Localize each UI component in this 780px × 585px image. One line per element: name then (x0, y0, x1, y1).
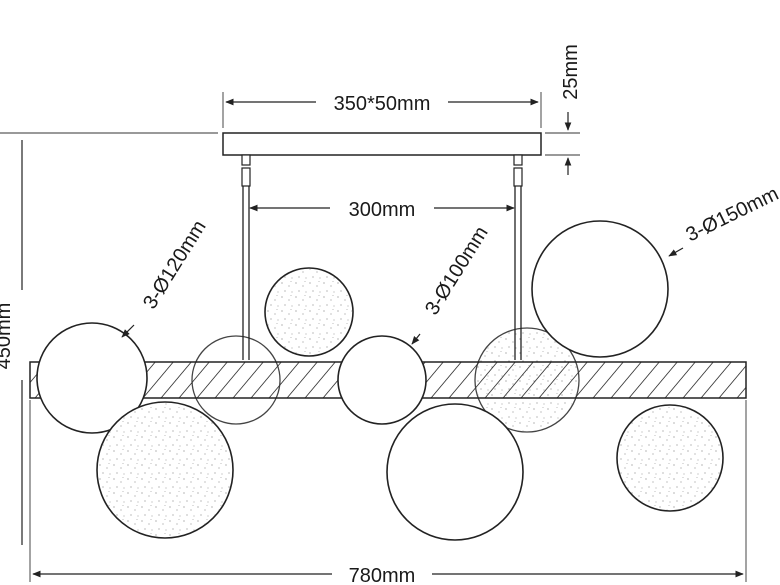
globe-left-clear (36, 322, 148, 434)
globe-center-small (337, 335, 427, 425)
overall-height-label: 450mm (0, 303, 15, 370)
overall-height-dimension: 450mm (0, 132, 218, 545)
suspension-rods (241, 154, 523, 360)
canopy-height-label: 25mm (560, 44, 582, 100)
rod-spacing-dimension: 300mm (249, 199, 515, 221)
rod-spacing-label: 300mm (349, 199, 416, 221)
overall-width-dimension: 780mm (29, 400, 747, 585)
globe-small-callout: 3-Ø100mm (411, 223, 493, 345)
globe-large-callout: 3-Ø150mm (668, 183, 780, 257)
globe-large-label: 3-Ø150mm (683, 183, 780, 247)
globe-large-clear (531, 220, 669, 358)
canopy-width-dimension: 350*50mm (222, 92, 542, 128)
overall-width-label: 780mm (349, 565, 416, 585)
globe-lower-left-speckle (98, 403, 232, 537)
globe-medium-callout: 3-Ø120mm (121, 217, 211, 338)
globe-medium-label: 3-Ø120mm (139, 217, 211, 313)
canopy-height-dimension: 25mm (545, 44, 582, 175)
ceiling-canopy (222, 132, 542, 156)
globe-lower-center-clear (386, 403, 524, 541)
globe-small-label: 3-Ø100mm (421, 223, 493, 319)
canopy-width-label: 350*50mm (334, 93, 431, 115)
globe-upper-speckle (266, 269, 352, 355)
globe-lower-right-speckle (618, 406, 722, 510)
